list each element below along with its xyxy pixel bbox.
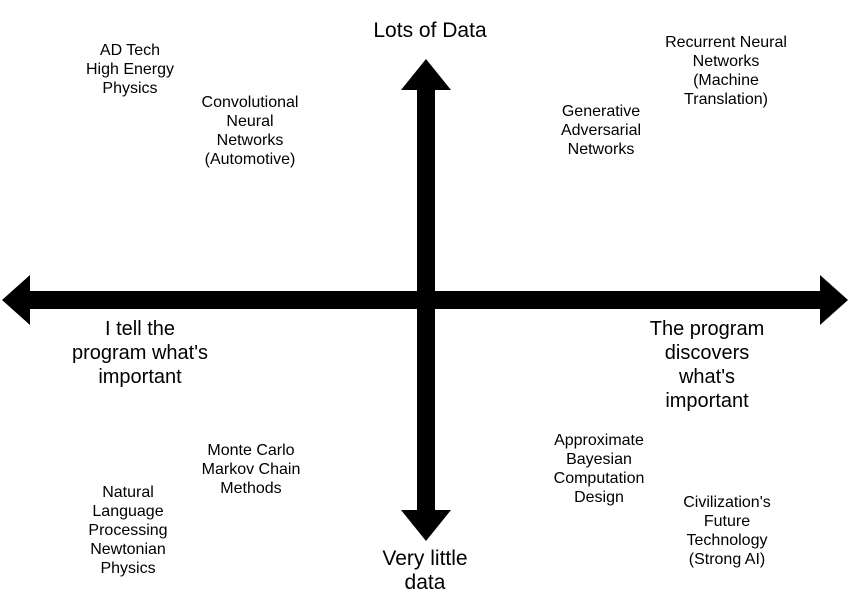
- y-axis-bottom-label: Very little data: [382, 547, 468, 594]
- x-axis-right-arrowhead-icon: [820, 275, 848, 325]
- x-axis-left-arrowhead-icon: [2, 275, 30, 325]
- x-axis-right-label: The program discovers what's important: [649, 318, 765, 412]
- quadrant-item-ad-tech-high-energy-physics: AD Tech High Energy Physics: [85, 42, 175, 97]
- quadrant-item-generative-adversarial-networks: Generative Adversarial Networks: [560, 103, 642, 158]
- quadrant-item-approximate-bayesian-computation: Approximate Bayesian Computation Design: [553, 432, 645, 506]
- y-axis-top-arrowhead-icon: [401, 59, 451, 90]
- quadrant-item-convolutional-neural-networks: Convolutional Neural Networks (Automotiv…: [201, 94, 299, 168]
- quadrant-item-monte-carlo-markov-chain: Monte Carlo Markov Chain Methods: [201, 442, 301, 497]
- y-axis-top-label: Lots of Data: [373, 19, 487, 42]
- quadrant-item-natural-language-processing: Natural Language Processing Newtonian Ph…: [88, 484, 168, 577]
- quadrant-item-recurrent-neural-networks: Recurrent Neural Networks (Machine Trans…: [665, 34, 787, 108]
- quadrant-item-civilizations-future-technology: Civilization's Future Technology (Strong…: [683, 494, 771, 568]
- x-axis-left-label: I tell the program what's important: [71, 318, 209, 388]
- y-axis-bottom-arrowhead-icon: [401, 510, 451, 541]
- y-axis-line: [417, 88, 435, 512]
